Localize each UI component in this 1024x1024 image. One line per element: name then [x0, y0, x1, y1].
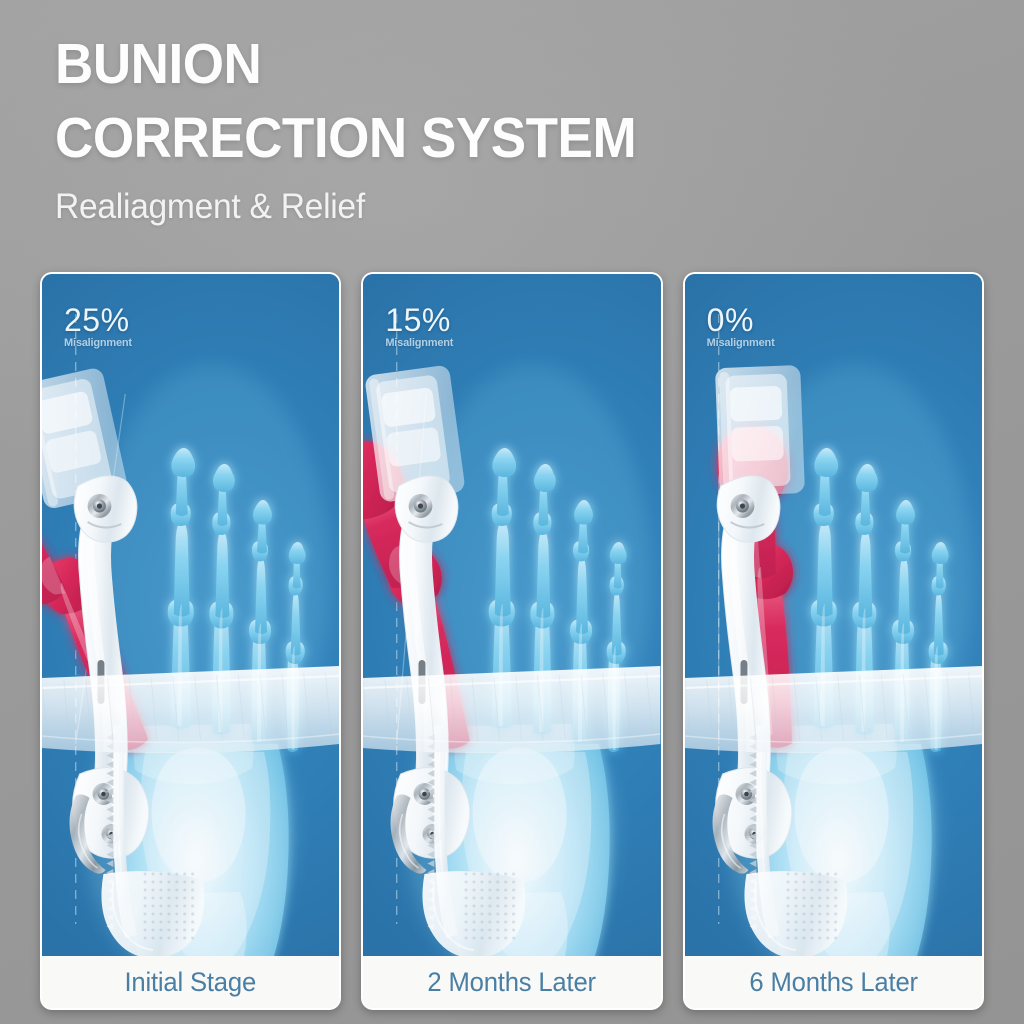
comparison-panel-strip: 25% Misalignment Initial Stage — [40, 272, 984, 1010]
strap-layer-2 — [684, 274, 982, 956]
panel-initial[interactable]: 25% Misalignment Initial Stage — [40, 272, 342, 1010]
mesh-texture — [143, 872, 195, 940]
upper-hinge-assembly — [73, 475, 138, 543]
toe-cuff-pad — [715, 365, 805, 496]
toe-cuff-pad — [42, 368, 127, 509]
lower-ratchet-assembly — [69, 767, 150, 874]
bone-layer-0 — [42, 274, 339, 956]
mesh-texture — [464, 872, 516, 940]
panel-caption: 2 Months Later — [427, 966, 597, 997]
fabric-strap — [363, 666, 661, 754]
panel-6-months[interactable]: 0% Misalignment 6 Months Later — [682, 272, 984, 1010]
bunion-splint-device — [365, 365, 526, 956]
strap-layer-0 — [42, 274, 340, 956]
device-layer-1 — [363, 274, 660, 956]
page-title-line-2: CORRECTION SYSTEM — [55, 106, 637, 171]
panel-caption: Initial Stage — [124, 966, 257, 997]
header: BUNION CORRECTION SYSTEM Realiagment & R… — [55, 32, 875, 227]
toe-cuff-pad — [365, 365, 465, 502]
fabric-strap — [684, 666, 982, 754]
panel-caption: 6 Months Later — [749, 966, 918, 997]
panel-caption-bar-1: 2 Months Later — [363, 956, 661, 1008]
lower-ratchet-assembly — [712, 767, 793, 874]
panel-caption-bar-0: Initial Stage — [42, 956, 340, 1008]
fabric-strap — [42, 666, 340, 754]
upper-hinge-assembly — [395, 475, 459, 543]
xray-viewport-2: 0% Misalignment — [684, 274, 982, 956]
xray-viewport-0: 25% Misalignment — [42, 274, 340, 956]
upper-hinge-assembly — [716, 475, 781, 543]
page-subtitle: Realiagment & Relief — [55, 186, 365, 226]
panel-caption-bar-2: 6 Months Later — [684, 956, 982, 1008]
mesh-texture — [786, 872, 837, 940]
page-title-line-1: BUNION — [55, 32, 262, 96]
xray-viewport-1: 15% Misalignment — [363, 274, 661, 956]
xray-bone-illustration — [42, 364, 330, 956]
strap-layer-1 — [363, 274, 661, 956]
panel-2-months[interactable]: 15% Misalignment 2 Months Later — [361, 272, 663, 1010]
